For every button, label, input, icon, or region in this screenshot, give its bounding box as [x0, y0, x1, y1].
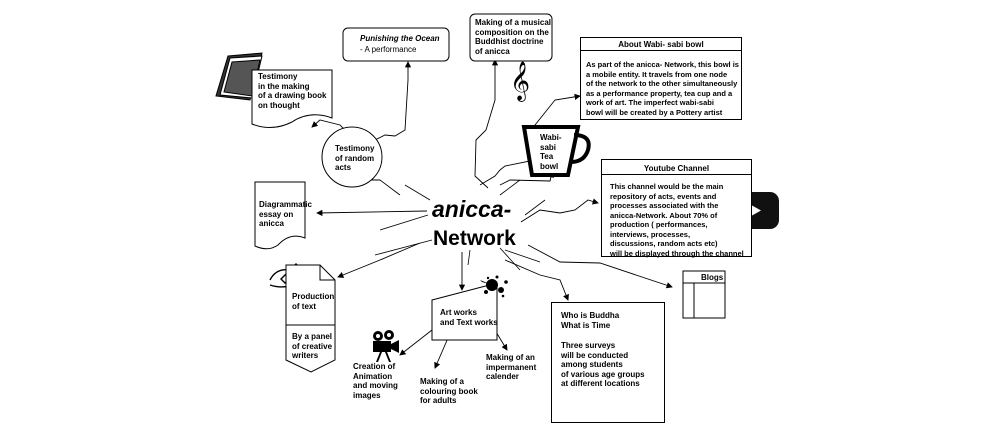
tea-bowl-icon	[521, 125, 591, 177]
musical-text: Making of a musical composition on the B…	[475, 18, 552, 56]
artworks-text: Art works and Text works	[440, 308, 498, 327]
colouring-text: Making of a colouring book for adults	[420, 377, 478, 405]
wabi-header: About Wabi- sabi bowl	[618, 40, 704, 49]
punishing-title: Punishing the Ocean	[360, 34, 440, 43]
essay-shape	[254, 181, 306, 250]
random-acts-circle	[321, 126, 383, 188]
production-text: Production of text	[292, 292, 335, 311]
arrow-to-colouring	[434, 337, 449, 369]
blogs-label: Blogs	[701, 273, 724, 282]
youtube-header-bar	[602, 160, 751, 175]
youtube-body: This channel would be the main repositor…	[610, 182, 744, 258]
center-title-line1: anicca-	[432, 196, 512, 222]
wabi-header-bar	[581, 38, 741, 51]
artworks-shape	[431, 282, 498, 341]
arrow-to-buddha	[504, 259, 569, 301]
arrow-to-youtube	[520, 198, 599, 223]
animation-text: Creation of Animation and moving images	[353, 362, 398, 400]
random-acts-text: Testimony of random acts	[335, 144, 375, 172]
wabi-body: As part of the anicca- Network, this bow…	[586, 60, 739, 117]
arrow-to-animation	[399, 329, 433, 356]
arrow-to-blogs	[527, 244, 673, 289]
buddha-box: Who is Buddha What is Time Three surveys…	[551, 302, 665, 423]
arrow-to-musical	[474, 59, 499, 189]
youtube-box: Youtube Channel This channel would be th…	[601, 159, 752, 258]
arrow-to-production	[337, 242, 421, 278]
youtube-header: Youtube Channel	[643, 164, 710, 173]
center-title-line2: Network	[433, 227, 516, 250]
arrow-to-essay	[316, 209, 428, 217]
camera-icon	[373, 330, 399, 362]
punishing-subtitle: - A performance	[360, 45, 417, 54]
buddha-body: Three surveys will be conducted among st…	[561, 341, 645, 388]
arrow-to-wabi	[479, 93, 581, 186]
arrow-to-punishing	[374, 61, 412, 141]
buddha-title: Who is Buddha What is Time	[561, 311, 620, 330]
testimony-book-shape	[251, 69, 333, 128]
blogs-notebook	[682, 270, 726, 319]
center-burst	[374, 179, 546, 271]
essay-text: Diagrammatic essay on anicca	[259, 200, 312, 228]
wabi-sabi-box: About Wabi- sabi bowl As part of the ani…	[580, 37, 742, 120]
testimony-book-text: Testimony in the making of a drawing boo…	[258, 72, 327, 110]
panel-pentagon	[285, 324, 336, 373]
ink-splash-icon	[480, 275, 508, 298]
treble-clef-icon: 𝄞	[510, 61, 530, 102]
punishing-box	[342, 27, 450, 62]
tea-bowl-label: Wabi- sabi Tea bowl	[540, 133, 562, 171]
musical-box	[469, 13, 553, 62]
panel-text: By a panel of creative writers	[292, 332, 333, 360]
calender-text: Making of an impermanent calender	[486, 353, 537, 381]
page-fold	[319, 265, 335, 281]
